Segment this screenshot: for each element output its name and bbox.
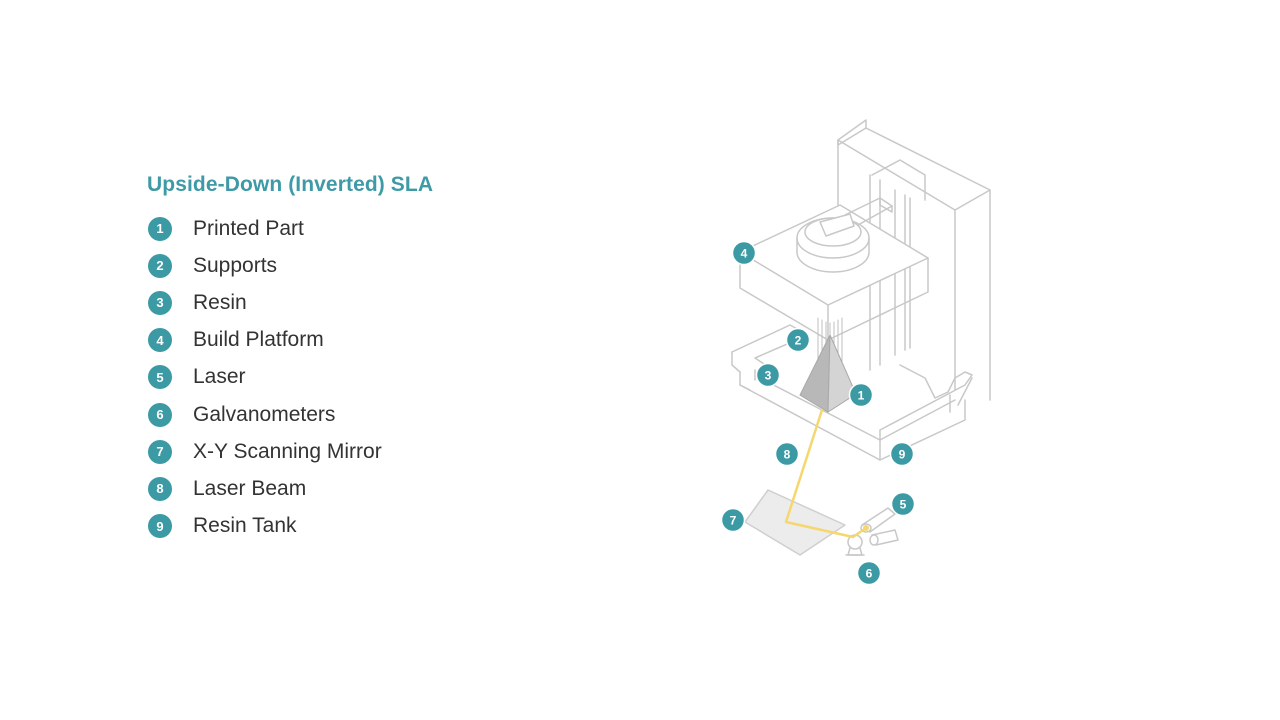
mirror-plate <box>744 489 846 556</box>
legend-label: Laser Beam <box>193 476 307 500</box>
marker-number: 7 <box>730 514 737 528</box>
legend-label: X-Y Scanning Mirror <box>193 439 382 463</box>
diagram-title: Upside-Down (Inverted) SLA <box>147 173 434 196</box>
marker-number: 1 <box>858 389 865 403</box>
legend-item: 4 Build Platform <box>148 322 324 359</box>
number-badge: 3 <box>148 290 172 315</box>
legend-item: 2 Supports <box>148 247 277 284</box>
legend-label: Printed Part <box>193 216 304 240</box>
sla-printer-illustration: 1 2 3 4 5 6 7 8 <box>700 100 1030 600</box>
diagram-marker-9: 9 <box>889 441 915 467</box>
legend-label: Build Platform <box>193 328 324 352</box>
legend-label: Resin Tank <box>193 514 297 538</box>
legend-label: Supports <box>193 253 278 277</box>
diagram-marker-4: 4 <box>731 240 757 266</box>
number-badge: 7 <box>148 439 172 464</box>
number-badge: 8 <box>148 476 172 501</box>
legend-label: Resin <box>193 290 247 314</box>
number-badge: 9 <box>148 514 172 539</box>
marker-number: 4 <box>741 247 748 261</box>
legend-item: 8 Laser Beam <box>148 470 306 507</box>
diagram-marker-8: 8 <box>774 441 800 467</box>
laser-module <box>860 507 899 546</box>
printed-part <box>799 334 857 413</box>
legend-item: 1 Printed Part <box>148 210 304 247</box>
legend-item: 3 Resin <box>148 284 247 321</box>
marker-number: 9 <box>899 448 906 462</box>
marker-number: 3 <box>765 369 772 383</box>
number-badge: 6 <box>148 402 172 427</box>
legend-item: 7 X-Y Scanning Mirror <box>148 433 382 470</box>
legend-list: 1 Printed Part 2 Supports 3 Resin 4 Buil… <box>148 210 382 545</box>
diagram-marker-1: 1 <box>848 382 874 408</box>
marker-number: 5 <box>900 498 907 512</box>
diagram-marker-2: 2 <box>785 327 811 353</box>
laser-beam <box>784 408 869 539</box>
marker-number: 2 <box>795 334 802 348</box>
number-badge: 5 <box>148 365 172 390</box>
diagram-marker-5: 5 <box>890 491 916 517</box>
legend-label: Laser <box>193 365 246 389</box>
diagram-marker-7: 7 <box>720 507 746 533</box>
galvanometers <box>845 534 865 556</box>
diagram-marker-6: 6 <box>856 560 882 586</box>
number-badge: 1 <box>148 216 172 241</box>
diagram-marker-3: 3 <box>755 362 781 388</box>
legend-item: 9 Resin Tank <box>148 508 297 545</box>
legend-label: Galvanometers <box>193 402 336 426</box>
marker-number: 8 <box>784 448 791 462</box>
legend-item: 6 Galvanometers <box>148 396 335 433</box>
build-platform <box>739 197 929 341</box>
marker-number: 6 <box>866 567 873 581</box>
number-badge: 2 <box>148 253 172 278</box>
legend-item: 5 Laser <box>148 359 246 396</box>
number-badge: 4 <box>148 328 172 353</box>
